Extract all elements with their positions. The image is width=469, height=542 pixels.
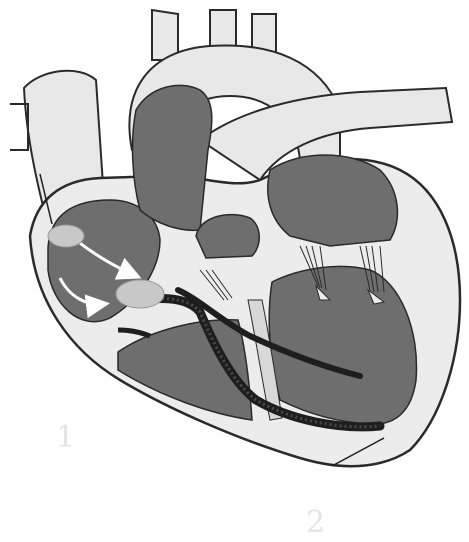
- left-atrium-upper: [133, 85, 212, 230]
- marker-label-1: 1: [56, 423, 75, 453]
- aortic-root-chamber: [196, 215, 259, 258]
- av-node-icon: [116, 280, 164, 308]
- left-ventricle: [269, 266, 416, 424]
- left-atrium: [268, 155, 398, 246]
- marker-label-2: 2: [306, 508, 325, 538]
- sa-node-icon: [48, 225, 84, 247]
